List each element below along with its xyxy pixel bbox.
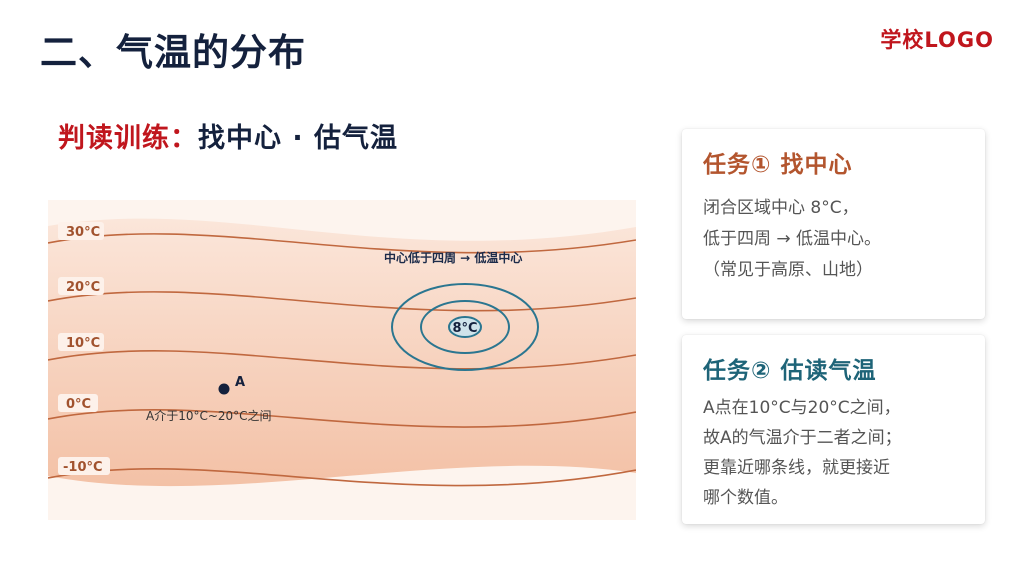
task-2-title: 任务② 估读气温 [703, 358, 877, 384]
task-card-find-center: 任务① 找中心 闭合区域中心 8°C， 低于四周 → 低温中心。 （常见于高原、… [682, 129, 985, 319]
task-1-title: 任务① 找中心 [703, 152, 853, 178]
isotherm-svg: 30°C 20°C 10°C 0°C -10°C 8°C 中心低于四周 → 低温… [48, 200, 636, 520]
label-bg-30 [58, 222, 104, 240]
task-2-line: A点在10°C与20°C之间， [703, 398, 901, 418]
isotherm-label-30: 30°C [66, 225, 100, 240]
page-title: 二、气温的分布 [40, 30, 306, 74]
isotherm-line-30 [48, 233, 636, 254]
point-a-marker [218, 383, 230, 395]
contour-inner [448, 316, 482, 338]
isotherm-line-0 [48, 409, 636, 428]
isotherm-label-0: 0°C [66, 397, 91, 412]
task-1-line: （常见于高原、山地） [703, 260, 873, 280]
task-2-line: 故A的气温介于二者之间； [703, 428, 902, 448]
center-value-label: 8°C [452, 321, 477, 336]
subtitle: 判读训练：找中心 · 估气温 [58, 116, 398, 155]
task-2-line: 更靠近哪条线，就更接近 [703, 458, 890, 478]
isotherm-label-minus10: -10°C [63, 460, 103, 475]
isotherm-label-10: 10°C [66, 336, 100, 351]
label-bg-10 [58, 333, 104, 351]
subtitle-main: 找中心 · 估气温 [198, 123, 399, 154]
contour-outer [391, 283, 539, 371]
task-1-line: 闭合区域中心 8°C， [703, 198, 859, 218]
contour-middle [420, 300, 510, 354]
isotherm-line-minus10 [48, 468, 636, 487]
task-1-line: 低于四周 → 低温中心。 [703, 229, 882, 249]
temperature-bands [48, 218, 636, 487]
isotherm-line-10 [48, 350, 636, 370]
label-bg-0 [58, 394, 98, 412]
point-a-annotation: A介于10°C~20°C之间 [146, 409, 272, 423]
isotherm-line-20 [48, 291, 636, 312]
task-card-estimate-temperature: 任务② 估读气温 A点在10°C与20°C之间， 故A的气温介于二者之间； 更靠… [682, 335, 985, 524]
school-logo: 学校LOGO [880, 28, 994, 52]
center-annotation: 中心低于四周 → 低温中心 [384, 250, 522, 265]
label-bg-minus10 [58, 457, 110, 475]
task-2-line: 哪个数值。 [703, 488, 788, 508]
isotherm-diagram: 30°C 20°C 10°C 0°C -10°C 8°C 中心低于四周 → 低温… [48, 200, 636, 520]
point-a-label: A [235, 375, 245, 390]
isotherm-label-20: 20°C [66, 280, 100, 295]
label-bg-20 [58, 277, 104, 295]
subtitle-prefix: 判读训练： [58, 123, 198, 154]
